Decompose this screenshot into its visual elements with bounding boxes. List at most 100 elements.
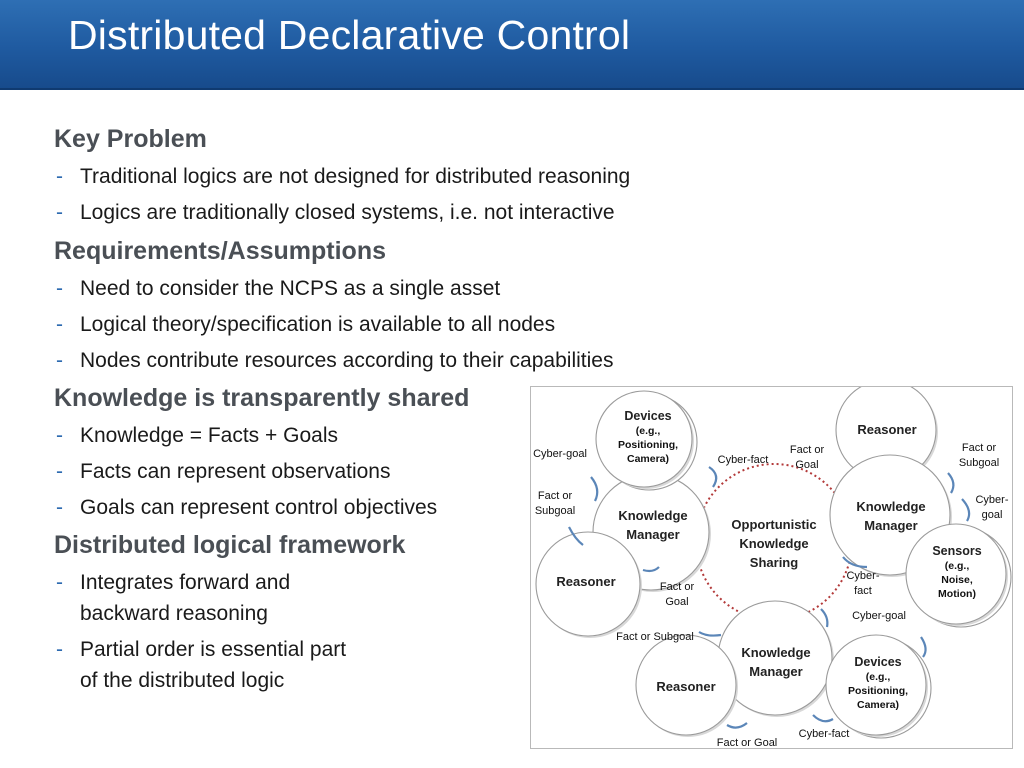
devices-top-label: Devices [624,409,671,423]
bullet-text: Traditional logics are not designed for … [80,165,631,188]
bullet-marker: - [56,201,63,224]
edge-label: Fact or [538,490,573,502]
bullet-marker: - [56,313,63,336]
devices-bottom-circle [825,634,927,736]
bullet-marker: - [56,277,63,300]
edge-label: Cyber- [975,494,1008,506]
bullet-text: Integrates forward and [80,571,291,594]
devices-bottom-label: (e.g., [866,671,891,683]
flow-arrow [812,714,834,723]
bullet-text: of the distributed logic [80,669,285,692]
bullet-marker: - [56,460,63,483]
bullet-text: Need to consider the NCPS as a single as… [80,277,501,300]
bullet-item: -Logical theory/specification is availab… [54,309,754,340]
flow-arrow [947,472,955,494]
edge-label: Cyber- [846,570,879,582]
km-bottom-label: Knowledge [741,645,810,660]
section-heading: Requirements/Assumptions [54,237,387,265]
slide-title: Distributed Declarative Control [68,12,631,58]
flow-arrow [590,476,599,502]
edge-label: Fact or [660,581,695,593]
bullet-item: -Need to consider the NCPS as a single a… [54,273,754,304]
edge-label: Fact or [962,442,997,454]
edge-label: goal [982,509,1003,521]
flow-arrow [726,722,748,729]
km-left-label: Manager [626,527,679,542]
devices-bottom-label: Devices [854,655,901,669]
km-bottom-label: Manager [749,664,802,679]
flow-arrow [961,498,971,522]
center-label: Knowledge [739,536,808,551]
edge-label: Fact or [790,444,825,456]
bullet-item: -Integrates forward and backward reasonin… [54,567,754,629]
flow-arrow [820,608,829,628]
flow-arrow [568,526,584,546]
edge-label: Goal [665,596,688,608]
slide-body: Key Problem-Traditional logics are not d… [54,122,754,701]
devices-bottom-label: Positioning, [848,685,908,697]
flow-arrow [842,556,868,569]
center-label: Sharing [750,555,798,570]
flow-arrow [920,636,927,658]
bullet-text: Goals can represent control objectives [80,496,438,519]
bullet-marker: - [56,424,63,447]
flow-arrow [708,466,718,488]
devices-bottom-label: Camera) [857,699,899,711]
flow-arrow [698,631,722,637]
bullet-text: Logics are traditionally closed systems,… [80,201,615,224]
reasoner-bottom-circle [635,634,737,736]
bullet-item: -Knowledge = Facts + Goals [54,420,754,451]
edge-label: Subgoal [959,457,999,469]
title-bar: Distributed Declarative Control [0,0,1024,90]
edge-label: Cyber-goal [533,448,587,460]
bullet-item: -Traditional logics are not designed for… [54,161,754,192]
bullet-marker: - [56,496,63,519]
bullet-item: -Nodes contribute resources according to… [54,345,754,376]
bullet-item: -Goals can represent control objectives [54,492,754,523]
km-left-label: Knowledge [618,508,687,523]
devices-top-label: Camera) [627,453,669,465]
bullet-item: -Facts can represent observations [54,456,754,487]
section-heading: Key Problem [54,125,207,153]
diagram-canvas: OpportunisticKnowledgeSharingDevices(e.g… [533,387,1012,748]
flow-arrow [642,566,660,573]
bullet-text: Facts can represent observations [80,460,391,483]
bullet-item: -Logics are traditionally closed systems… [54,197,754,228]
sensors-label: Motion) [938,588,976,600]
reasoner-left-circle [535,531,641,637]
reasoner-top-right-label: Reasoner [857,422,916,437]
edge-label: Cyber-fact [799,728,850,740]
devices-top-label: (e.g., [636,425,661,437]
edge-label: Cyber-goal [852,610,906,622]
devices-top-circle [595,390,693,488]
devices-top-label: Positioning, [618,439,678,451]
bullet-text: Knowledge = Facts + Goals [80,424,338,447]
edge-label: fact [854,585,872,597]
bullet-marker: - [56,571,63,594]
sensors-label: (e.g., [945,560,970,572]
bullet-marker: - [56,349,63,372]
bullet-text: backward reasoning [80,602,268,625]
bullet-text: Partial order is essential part [80,638,347,661]
edge-label: Subgoal [535,505,575,517]
sensors-circle [905,523,1007,625]
bullet-text: Logical theory/specification is availabl… [80,313,556,336]
edge-label: Fact or Subgoal [616,631,694,643]
bullet-marker: - [56,638,63,661]
section-heading: Knowledge is transparently shared [54,384,470,412]
km-right-label: Manager [864,518,917,533]
bullet-marker: - [56,165,63,188]
center-label: Opportunistic [731,517,816,532]
edge-label: Cyber-fact [718,454,769,466]
bullet-text: Nodes contribute resources according to … [80,349,614,372]
bullet-item: -Partial order is essential part of the d… [54,634,754,696]
reasoner-bottom-label: Reasoner [656,679,715,694]
section-heading: Distributed logical framework [54,531,406,559]
edge-label: Goal [795,459,818,471]
edge-label: Fact or Goal [717,737,778,748]
sensors-label: Noise, [941,574,973,586]
reasoner-left-label: Reasoner [556,574,615,589]
sensors-label: Sensors [932,544,981,558]
km-right-label: Knowledge [856,499,925,514]
